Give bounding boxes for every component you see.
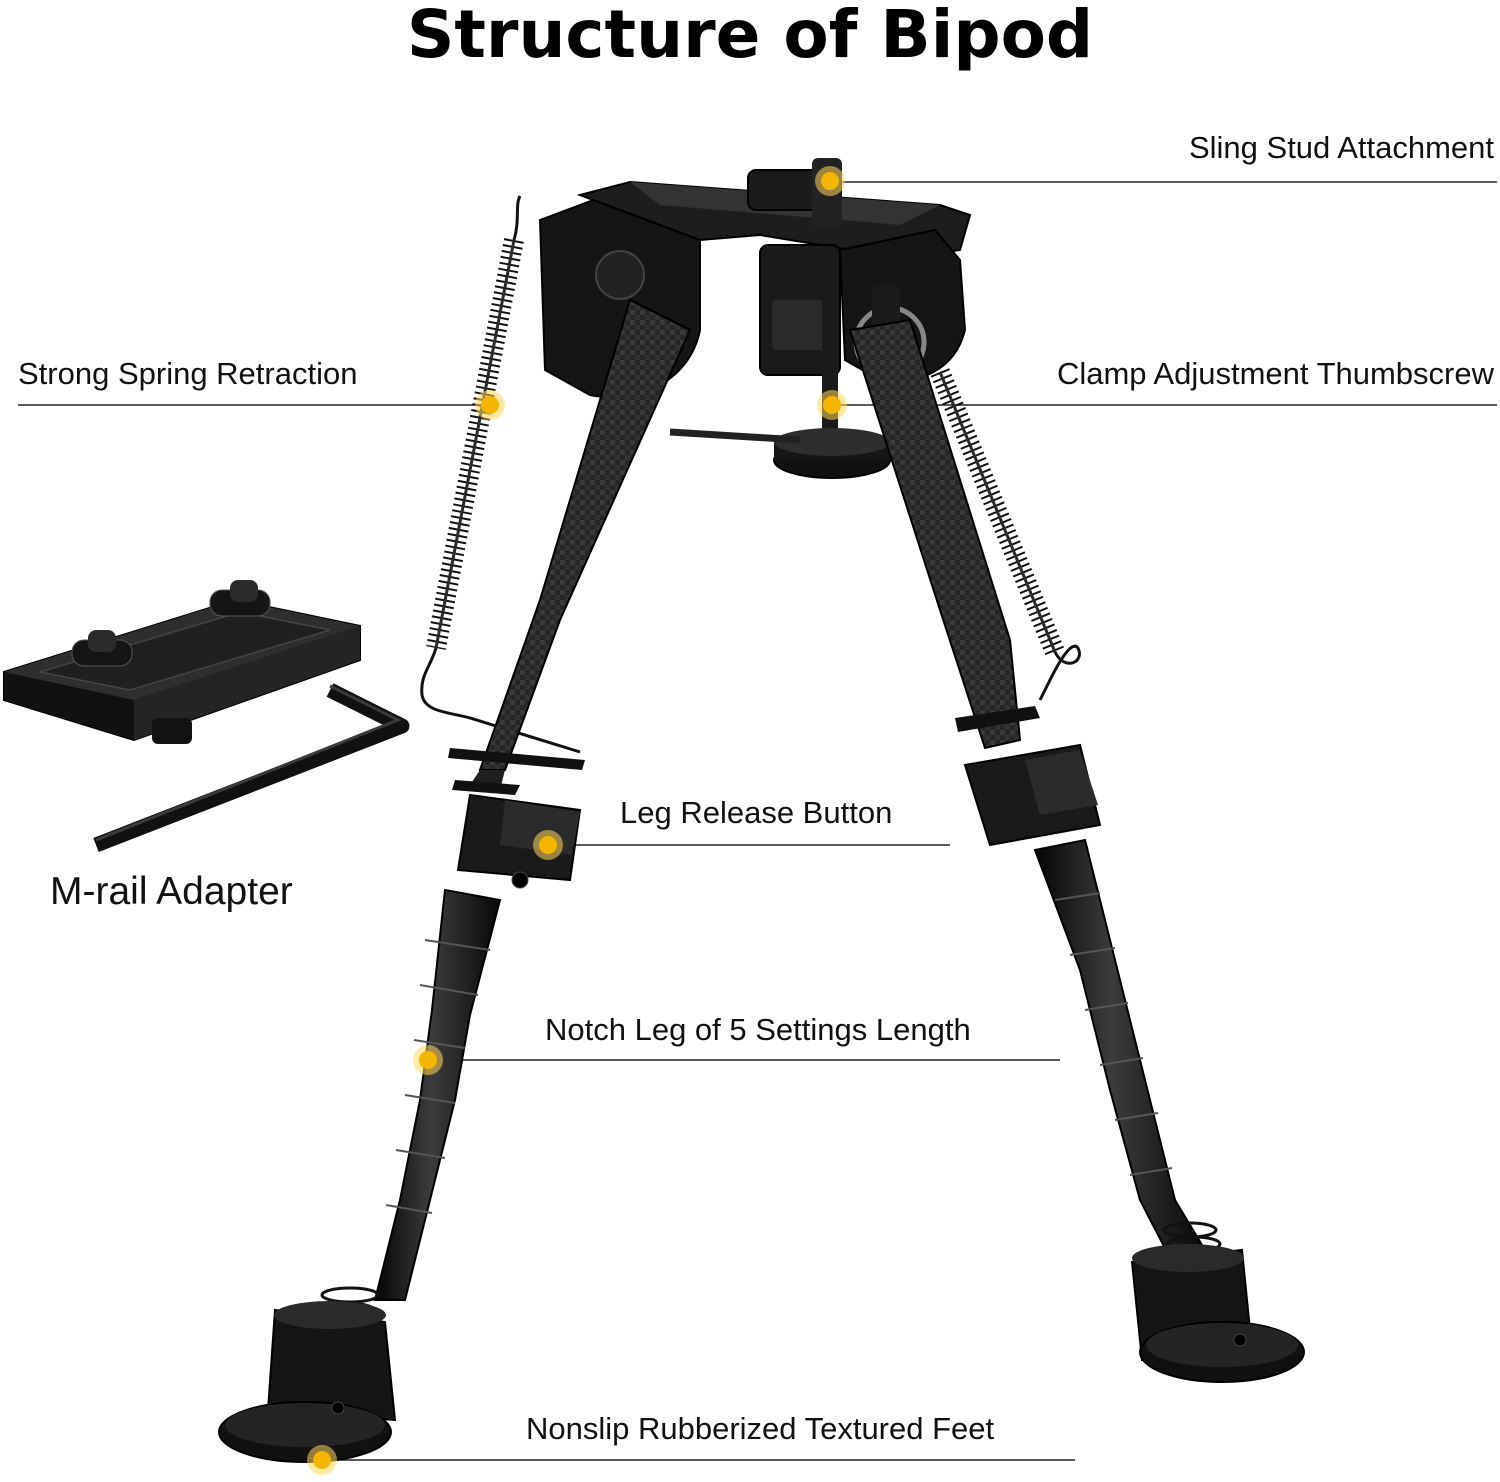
right-leg (848, 318, 1305, 1383)
page-title: Structure of Bipod (406, 0, 1094, 73)
allen-key (93, 683, 410, 852)
right-spring (930, 368, 1081, 701)
marker-thumbscrew (817, 390, 847, 420)
callout-markers (307, 166, 847, 1475)
m-rail-adapter (3, 580, 361, 744)
label-feet: Nonslip Rubberized Textured Feet (526, 1411, 995, 1446)
label-notch-leg: Notch Leg of 5 Settings Length (545, 1012, 971, 1047)
marker-notch-leg (413, 1045, 443, 1075)
label-thumbscrew: Clamp Adjustment Thumbscrew (1056, 356, 1494, 391)
marker-spring (475, 390, 505, 420)
label-leg-release: Leg Release Button (620, 795, 893, 830)
marker-feet (307, 1445, 337, 1475)
label-sling-stud: Sling Stud Attachment (1188, 130, 1494, 165)
marker-leg-release (533, 830, 563, 860)
label-m-rail-adapter: M-rail Adapter (50, 870, 293, 913)
left-leg (218, 298, 692, 1463)
marker-sling-stud (815, 166, 845, 196)
left-spring (420, 195, 581, 754)
label-spring: Strong Spring Retraction (18, 356, 358, 391)
